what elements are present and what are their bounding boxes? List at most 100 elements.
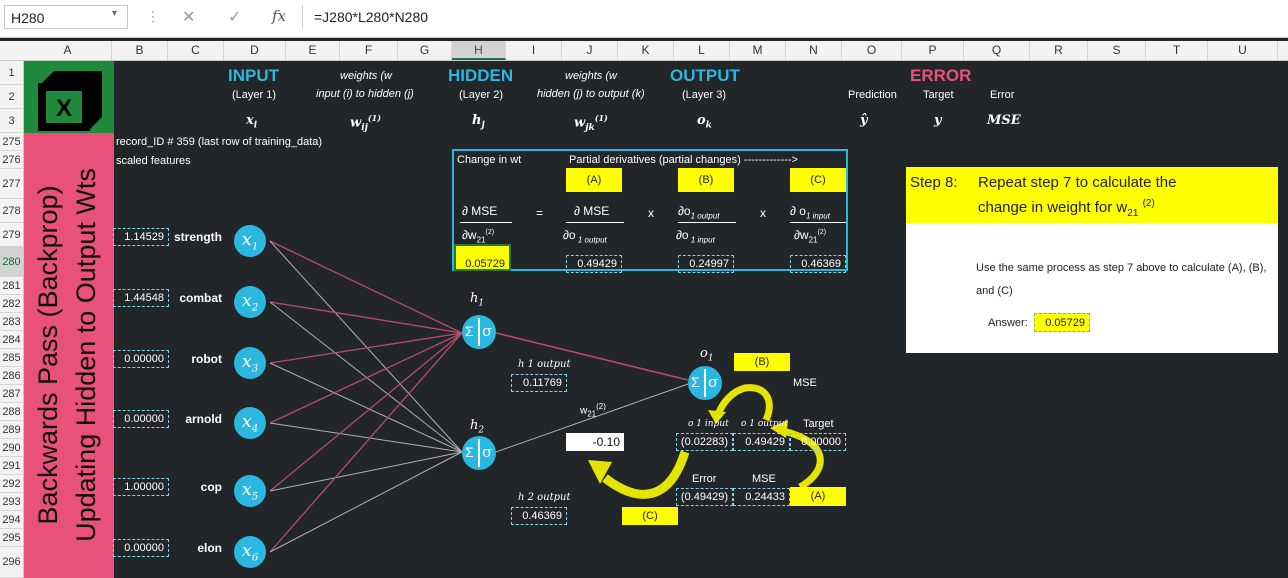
row-header-2[interactable]: 2 — [0, 85, 24, 109]
step-title-line2: change in weight for w21 (2) — [978, 198, 1155, 219]
row-header-281[interactable]: 281 — [0, 277, 24, 295]
error-value[interactable]: (0.49429) — [676, 488, 733, 506]
excel-cube-icon: X — [24, 61, 114, 133]
feature-value[interactable]: 1.44548 — [113, 289, 169, 307]
column-header-g[interactable]: G — [398, 41, 452, 60]
row-header-286[interactable]: 286 — [0, 367, 24, 385]
o1-output-value[interactable]: 0.49429 — [733, 433, 790, 451]
c-denominator: ∂w21(2) — [794, 228, 827, 245]
feature-value[interactable]: 1.14529 — [113, 228, 169, 246]
o1-node: Σ σ — [688, 366, 722, 400]
b-denominator: ∂o 1 input — [676, 228, 715, 245]
column-header-k[interactable]: K — [618, 41, 674, 60]
column-header-d[interactable]: D — [224, 41, 286, 60]
error-net-label: Error — [692, 473, 717, 485]
feature-value[interactable]: 0.00000 — [113, 410, 169, 428]
column-header-m[interactable]: M — [730, 41, 786, 60]
column-header-u[interactable]: U — [1208, 41, 1278, 60]
row-header-290[interactable]: 290 — [0, 439, 24, 457]
row-header-291[interactable]: 291 — [0, 457, 24, 475]
o1-input-value[interactable]: (0.02283) — [676, 433, 733, 451]
w21-value[interactable]: -0.10 — [566, 433, 624, 451]
row-header-288[interactable]: 288 — [0, 403, 24, 421]
feature-name: cop — [200, 480, 222, 494]
a-value[interactable]: 0.49429 — [566, 255, 622, 273]
feature-value[interactable]: 0.00000 — [113, 350, 169, 368]
row-header-295[interactable]: 295 — [0, 529, 24, 547]
c-value[interactable]: 0.46369 — [790, 255, 846, 273]
sum-icon: Σ — [465, 444, 474, 460]
weights1-subtitle: input (i) to hidden (j) — [316, 88, 414, 100]
row-header-289[interactable]: 289 — [0, 421, 24, 439]
row-header-278[interactable]: 278 — [0, 199, 24, 223]
column-header-b[interactable]: B — [112, 41, 168, 60]
row-header-294[interactable]: 294 — [0, 511, 24, 529]
row-header-275[interactable]: 275 — [0, 133, 24, 151]
fx-icon[interactable]: fx — [272, 7, 287, 25]
column-header-c[interactable]: C — [168, 41, 224, 60]
name-box[interactable]: H280 — [4, 5, 128, 29]
a-denominator: ∂o 1 output — [563, 228, 607, 245]
mse-value[interactable]: 0.24433 — [733, 488, 790, 506]
column-header-t[interactable]: T — [1146, 41, 1208, 60]
sigmoid-icon: σ — [482, 322, 493, 340]
target-label: Target — [923, 89, 954, 101]
cancel-icon[interactable]: ✕ — [182, 9, 196, 26]
column-header-a[interactable]: A — [24, 41, 112, 60]
h2-output-value[interactable]: 0.46369 — [511, 507, 567, 525]
symbol-w2: wjk(1) — [574, 113, 608, 133]
symbol-x: xi — [246, 113, 258, 131]
weights1-title: weights (w — [340, 70, 392, 82]
formula-input[interactable]: =J280*L280*N280 — [308, 5, 1284, 29]
row-header-283[interactable]: 283 — [0, 313, 24, 331]
row-header-3[interactable]: 3 — [0, 109, 24, 133]
row-header-287[interactable]: 287 — [0, 385, 24, 403]
column-header-h[interactable]: H — [452, 41, 506, 60]
enter-icon[interactable]: ✓ — [228, 9, 242, 26]
column-header-n[interactable]: N — [786, 41, 842, 60]
chevron-down-icon[interactable]: ▾ — [112, 8, 118, 19]
input-node: x5 — [234, 475, 266, 507]
h1-output-value[interactable]: 0.11769 — [511, 374, 567, 392]
column-header-i[interactable]: I — [506, 41, 562, 60]
column-header-j[interactable]: J — [562, 41, 618, 60]
row-header-293[interactable]: 293 — [0, 493, 24, 511]
column-header-f[interactable]: F — [340, 41, 398, 60]
column-header-p[interactable]: P — [902, 41, 964, 60]
column-header-q[interactable]: Q — [964, 41, 1030, 60]
row-header-280[interactable]: 280 — [0, 247, 24, 277]
column-header-e[interactable]: E — [286, 41, 340, 60]
row-header-277[interactable]: 277 — [0, 169, 24, 199]
formula-bar: H280 ▾ ⋮ ✕ ✓ fx =J280*L280*N280 — [0, 0, 1288, 38]
row-header-1[interactable]: 1 — [0, 61, 24, 85]
row-header-276[interactable]: 276 — [0, 151, 24, 169]
scaled-features-label: scaled features — [116, 155, 191, 167]
row-header-284[interactable]: 284 — [0, 331, 24, 349]
column-header-l[interactable]: L — [674, 41, 730, 60]
drag-handle-icon[interactable]: ⋮ — [146, 8, 160, 24]
symbol-yhat: ŷ — [860, 113, 868, 128]
row-header-285[interactable]: 285 — [0, 349, 24, 367]
symbol-h: hj — [472, 113, 485, 131]
feature-value[interactable]: 1.00000 — [113, 478, 169, 496]
row-header-279[interactable]: 279 — [0, 223, 24, 247]
h1-output-label: h 1 output — [518, 359, 571, 370]
row-header-282[interactable]: 282 — [0, 295, 24, 313]
b-value[interactable]: 0.24997 — [678, 255, 734, 273]
row-header-292[interactable]: 292 — [0, 475, 24, 493]
c-numerator: ∂ o1 input — [790, 204, 830, 221]
d-mse-numerator: ∂ MSE — [462, 204, 498, 218]
column-header-r[interactable]: R — [1030, 41, 1088, 60]
input-node-index: 4 — [251, 423, 259, 435]
weights2-subtitle: hidden (j) to output (k) — [537, 88, 645, 100]
symbol-w1: wij(1) — [350, 113, 382, 133]
answer-value[interactable]: 0.05729 — [1034, 313, 1090, 332]
target-net-label: Target — [803, 418, 834, 430]
column-header-o[interactable]: O — [842, 41, 902, 60]
column-header-s[interactable]: S — [1088, 41, 1146, 60]
feature-name: combat — [179, 291, 222, 305]
target-value[interactable]: 0.00000 — [790, 433, 846, 451]
step-instructions: Use the same process as step 7 above to … — [976, 262, 1267, 297]
change-value-cell[interactable]: 0.05729 — [454, 244, 511, 271]
feature-value[interactable]: 0.00000 — [113, 539, 169, 557]
